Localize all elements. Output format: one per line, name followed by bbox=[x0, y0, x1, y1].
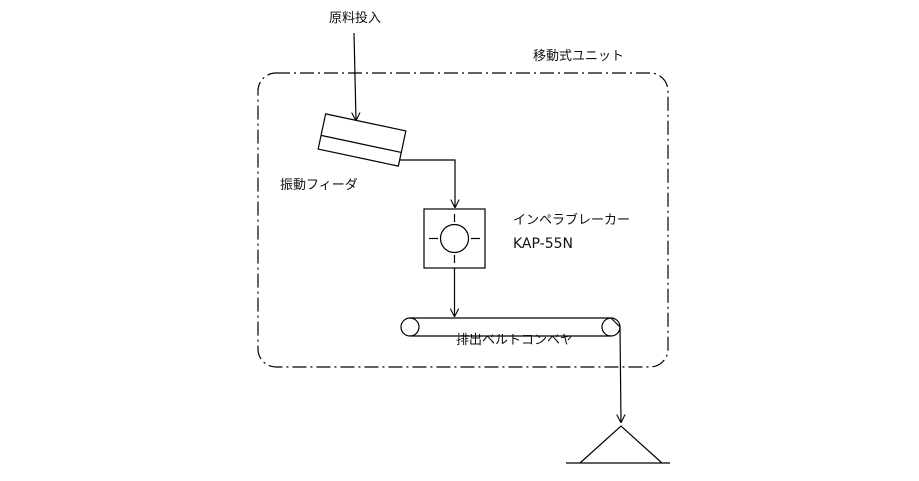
material-input-label: 原料投入 bbox=[329, 10, 381, 26]
stockpile-icon bbox=[566, 425, 670, 464]
belt-conveyor-icon bbox=[400, 317, 621, 337]
impeller-breaker-icon bbox=[423, 208, 486, 269]
impeller-breaker-label: インペラブレーカー bbox=[513, 212, 630, 228]
mobile-unit-label: 移動式ユニット bbox=[533, 49, 624, 64]
feeder-to-breaker-arrow bbox=[400, 159, 455, 207]
breaker-model-label: KAP-55N bbox=[513, 236, 573, 252]
vibrating-feeder-icon bbox=[317, 113, 407, 167]
input-arrow bbox=[354, 32, 356, 120]
mobile-unit-boundary bbox=[257, 72, 669, 368]
vibrating-feeder-label: 振動フィーダ bbox=[280, 178, 358, 193]
discharge-conveyor-label: 排出ベルトコンベヤ bbox=[456, 333, 573, 348]
discharge-arrow bbox=[610, 317, 621, 422]
